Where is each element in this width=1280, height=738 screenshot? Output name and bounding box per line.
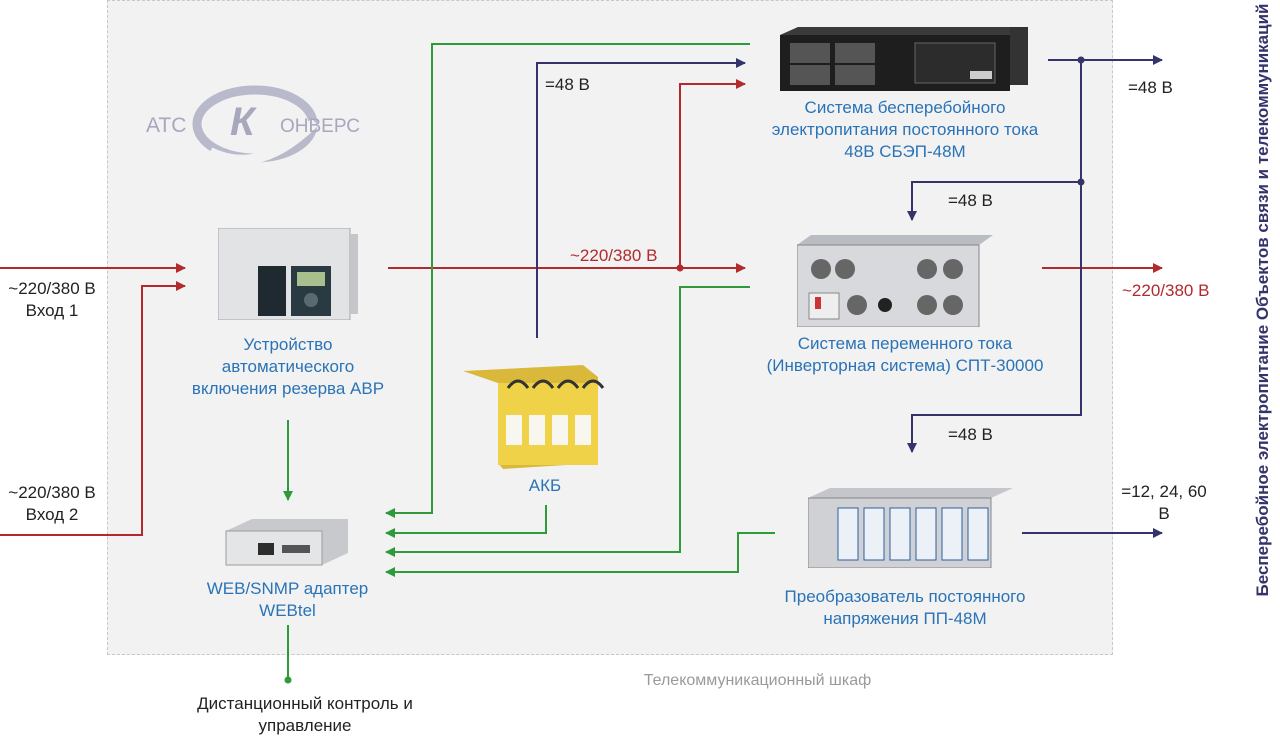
akb-48v-label: =48 В [545, 75, 590, 94]
logo-right-text: ОНВЕРС [280, 116, 361, 137]
low-48v-label: =48 В [948, 425, 993, 444]
cabinet-label: Телекоммуникационный шкаф [643, 672, 872, 689]
out-48v-label: =48 В [1128, 78, 1173, 97]
avr-label: Устройство автоматического включения рез… [191, 335, 385, 398]
dc-akb-to-sbep-line [536, 58, 746, 338]
input2-voltage: ~220/380 В [8, 483, 96, 502]
input2-name: Вход 2 [25, 505, 79, 524]
input1-name: Вход 1 [25, 301, 79, 320]
mid-48v-label: =48 В [948, 191, 993, 210]
akb-label: АКБ [528, 476, 562, 495]
dc-bus-line [907, 60, 1082, 453]
ac-mid-label: ~220/380 В [570, 246, 658, 265]
remote-control-label: Дистанционный контроль и управление [197, 694, 413, 735]
logo-mark: К [230, 100, 255, 144]
logo-left-text: АТС [146, 114, 187, 137]
avr-device-image [217, 227, 358, 321]
pp-output-label: =12, 24, 60 В [1121, 482, 1207, 523]
dc-to-spt-line [907, 181, 1081, 221]
webtel-label: WEB/SNMP адаптер WEBtel [206, 579, 369, 620]
pp-device-image [807, 488, 1013, 569]
mon-spt-line [385, 286, 750, 557]
battery-device-image [463, 363, 623, 471]
logo: АТС К ОНВЕРС [140, 82, 400, 165]
spt-device-image [796, 235, 1007, 328]
sbep-label: Система бесперебойного электропитания по… [771, 98, 1039, 161]
side-title-text: Бесперебойное электропитание Объектов св… [1253, 3, 1272, 597]
ac-input2-line [0, 281, 186, 536]
input1-voltage: ~220/380 В [8, 279, 96, 298]
logo-swoosh-icon [192, 85, 319, 165]
ac-out-label: ~220/380 В [1122, 281, 1210, 300]
mon-sbep-line [385, 43, 750, 518]
webtel-device-image [222, 517, 352, 567]
spt-label: Система переменного тока (Инверторная си… [766, 334, 1044, 375]
pp-label: Преобразователь постоянного напряжения П… [784, 587, 1026, 628]
sbep-device-image [780, 27, 1028, 91]
mon-pp-line [385, 532, 775, 577]
ac-to-sbep-line [679, 79, 746, 268]
mon-akb-line [385, 505, 547, 538]
